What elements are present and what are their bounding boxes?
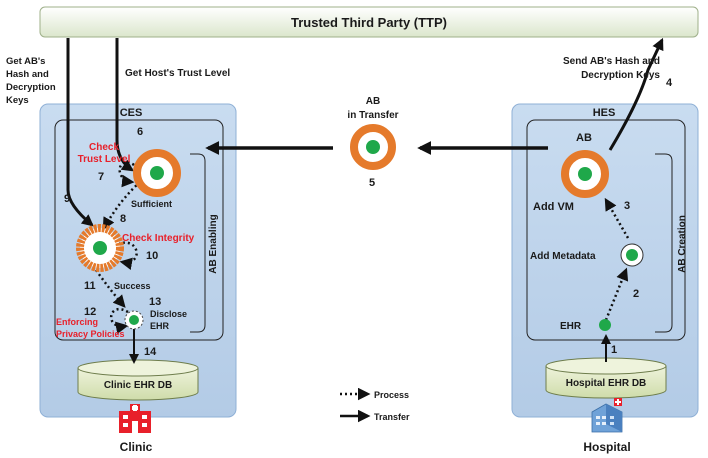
step-4: 4 — [666, 77, 673, 89]
step-14: 14 — [144, 346, 157, 358]
success-label: Success — [114, 281, 151, 291]
step-9: 9 — [64, 193, 70, 205]
step-5: 5 — [369, 177, 375, 189]
step-1: 1 — [611, 344, 617, 356]
add-metadata-label: Add Metadata — [530, 251, 596, 262]
hospital-ehr-db: Hospital EHR DB — [545, 357, 667, 399]
legend-process-label: Process — [374, 390, 409, 400]
ab-node-integrity — [76, 224, 124, 272]
step-7: 7 — [98, 171, 104, 183]
arrow-6 — [115, 38, 134, 172]
hospital-icon — [591, 398, 623, 433]
loop-12 — [109, 308, 129, 334]
metadata-node — [620, 243, 644, 267]
ttp-box: Trusted Third Party (TTP) — [39, 6, 699, 38]
clinic-label: Clinic — [120, 440, 153, 454]
hospital-label: Hospital — [583, 440, 630, 454]
step-10: 10 — [146, 250, 158, 262]
hes-panel: HES AB Creation — [511, 103, 699, 418]
arrow-3 — [604, 197, 630, 239]
hes-ab-label: AB — [576, 132, 592, 144]
ab-enabling-label: AB Enabling — [208, 214, 219, 273]
step-6: 6 — [137, 126, 143, 138]
step-numbers: 1 2 3 4 5 6 7 8 9 10 11 12 13 14 — [64, 77, 673, 358]
ab-node-transfer — [350, 124, 396, 170]
step-8: 8 — [120, 213, 126, 225]
clinic-icon — [119, 404, 151, 433]
ab-node-disclose — [124, 310, 144, 330]
loop-10 — [117, 241, 138, 270]
ab-creation-label: AB Creation — [677, 215, 688, 273]
hospital-db-label: Hospital EHR DB — [566, 378, 647, 389]
add-vm-label: Add VM — [533, 201, 574, 213]
arrow-2 — [604, 267, 629, 321]
arrow-9 — [66, 106, 94, 227]
ab-node-hes — [561, 150, 609, 198]
ttp-label: Trusted Third Party (TTP) — [291, 15, 447, 30]
arrow-4 — [608, 37, 664, 151]
loop-7 — [118, 161, 139, 188]
step-13: 13 — [149, 296, 161, 308]
legend: Process Transfer — [340, 387, 410, 423]
ehr-node — [599, 319, 611, 331]
hes-title: HES — [593, 107, 616, 119]
transfer-arrows — [66, 37, 664, 364]
step-12: 12 — [84, 306, 96, 318]
clinic-ehr-db: Clinic EHR DB — [77, 359, 199, 401]
ehr-label: EHR — [560, 321, 582, 332]
get-trust-label: Get Host's Trust Level — [125, 68, 230, 79]
ces-title: CES — [120, 107, 143, 119]
legend-transfer-label: Transfer — [374, 412, 410, 422]
check-integrity-label: Check Integrity — [122, 233, 195, 244]
ab-node-ces — [133, 149, 181, 197]
process-arrows — [94, 161, 630, 334]
sufficient-label: Sufficient — [131, 199, 172, 209]
step-2: 2 — [633, 288, 639, 300]
ces-panel: CES AB Enabling — [39, 103, 237, 418]
arrow-11 — [94, 269, 126, 308]
step-3: 3 — [624, 200, 630, 212]
step-11: 11 — [84, 280, 96, 292]
clinic-db-label: Clinic EHR DB — [104, 380, 172, 391]
